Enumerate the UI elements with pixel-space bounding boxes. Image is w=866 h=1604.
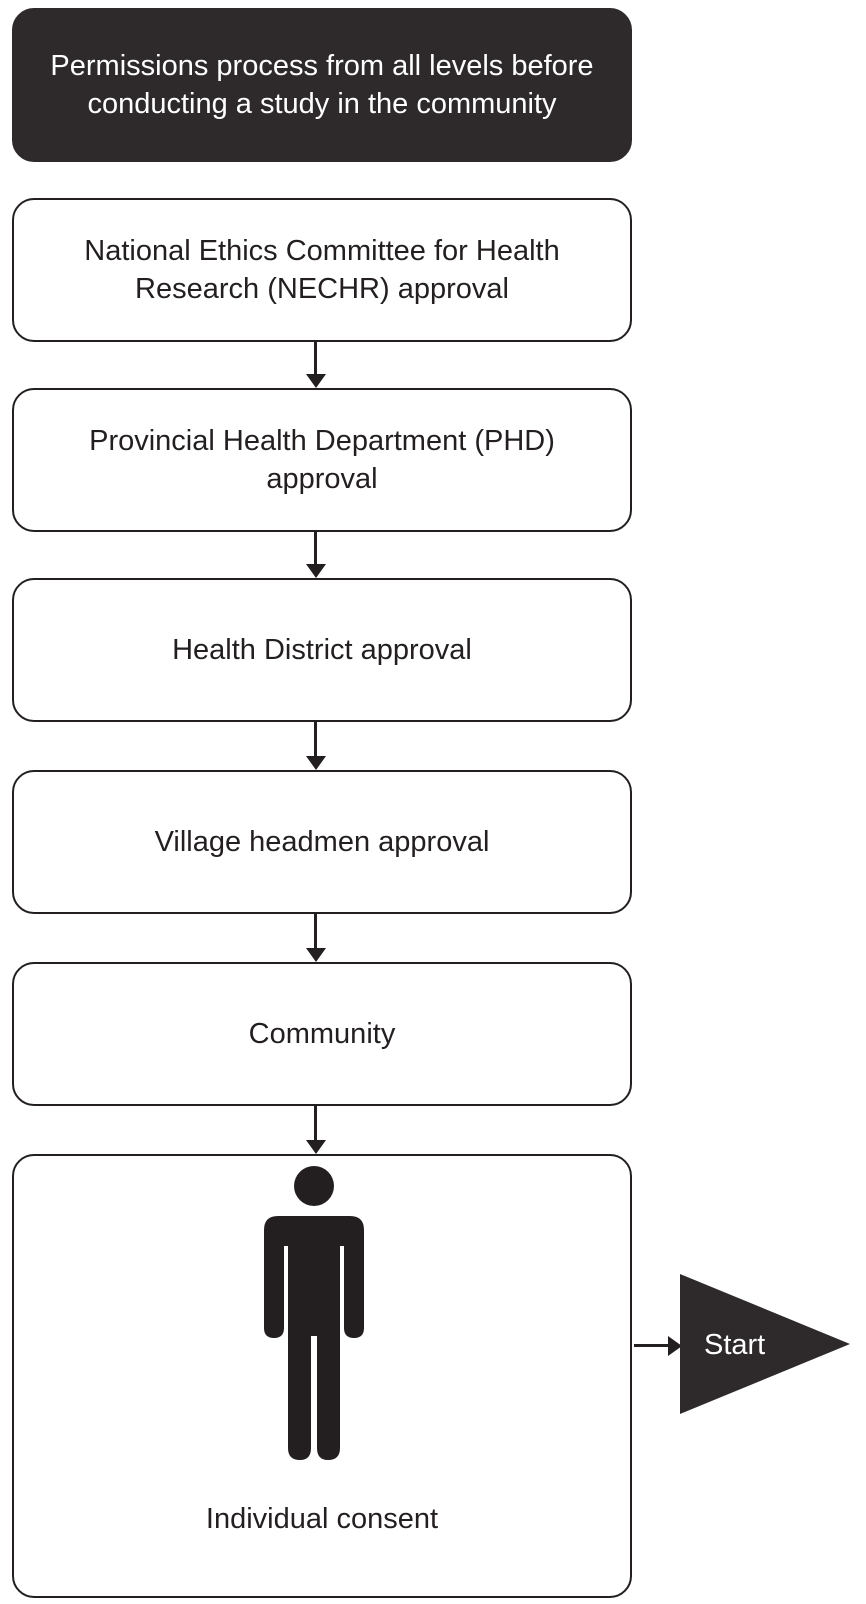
start-flag-shape: [680, 1274, 850, 1414]
step-health-district-approval: Health District approval: [12, 578, 632, 722]
start-label: Start: [704, 1329, 766, 1361]
step-label: National Ethics Committee for Health Res…: [84, 235, 560, 305]
header-title: Permissions process from all levels befo…: [50, 50, 594, 120]
arrow-down: [306, 722, 326, 770]
step-label: Provincial Health Department (PHD) appro…: [89, 425, 555, 495]
step-community: Community: [12, 962, 632, 1106]
header-box: Permissions process from all levels befo…: [12, 8, 632, 162]
arrow-right: [634, 1336, 682, 1356]
arrow-down: [306, 1106, 326, 1154]
step-village-headmen-approval: Village headmen approval: [12, 770, 632, 914]
step-nechr-approval: National Ethics Committee for Health Res…: [12, 198, 632, 342]
step-label: Village headmen approval: [154, 826, 490, 858]
arrow-down: [306, 532, 326, 578]
step-phd-approval: Provincial Health Department (PHD) appro…: [12, 388, 632, 532]
arrow-down: [306, 342, 326, 388]
arrow-down: [306, 914, 326, 962]
step-label: Community: [248, 1018, 396, 1050]
person-icon: [264, 1166, 364, 1460]
step-label: Health District approval: [172, 634, 472, 666]
individual-consent-label: Individual consent: [205, 1503, 439, 1535]
individual-consent-box: Individual consent: [12, 1154, 632, 1598]
